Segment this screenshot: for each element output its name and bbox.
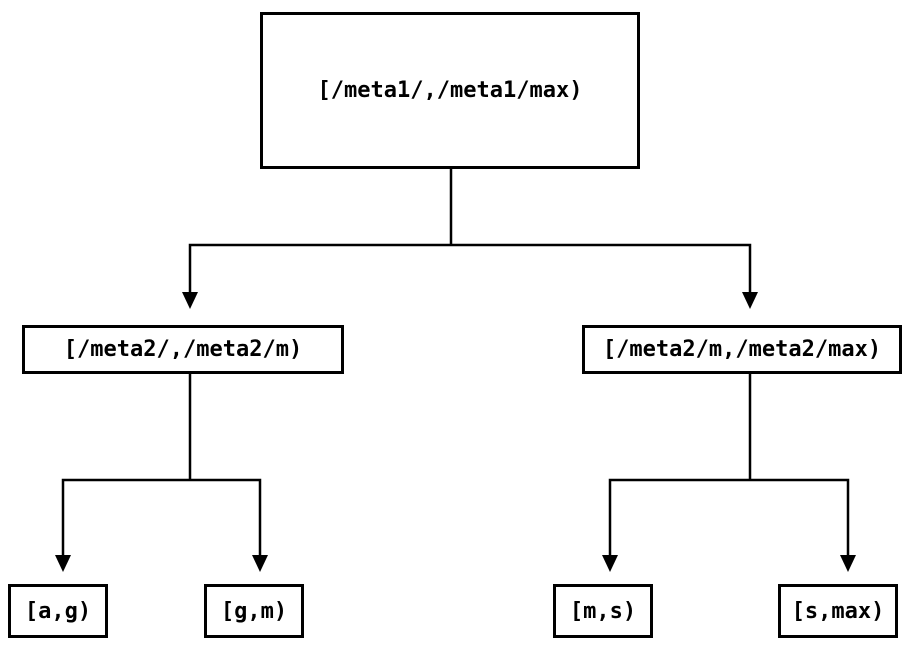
node-leaf-a-g: [a,g) bbox=[8, 584, 108, 638]
node-leaf-s-max: [s,max) bbox=[778, 584, 898, 638]
edge-root-to-meta2-low bbox=[188, 243, 451, 294]
node-leaf-m-s: [m,s) bbox=[553, 584, 653, 638]
arrowhead-leaf-smax bbox=[840, 555, 856, 572]
edge-meta2-high-to-leaf-ms bbox=[608, 478, 750, 556]
arrowhead-meta2-low bbox=[182, 292, 198, 309]
node-leaf-g-m: [g,m) bbox=[204, 584, 304, 638]
node-root-range: [/meta1/,/meta1/max) bbox=[260, 12, 640, 169]
edge-root-to-meta2-high bbox=[451, 243, 752, 294]
node-meta2-low-range: [/meta2/,/meta2/m) bbox=[22, 325, 344, 374]
arrowhead-leaf-gm bbox=[252, 555, 268, 572]
edge-meta2-low-to-leaf-ag bbox=[61, 478, 190, 556]
arrowhead-leaf-ms bbox=[602, 555, 618, 572]
node-meta2-high-range: [/meta2/m,/meta2/max) bbox=[582, 325, 902, 374]
edge-meta2-low-to-leaf-gm bbox=[190, 478, 262, 556]
arrowhead-meta2-high bbox=[742, 292, 758, 309]
arrowhead-leaf-ag bbox=[55, 555, 71, 572]
edge-meta2-high-to-leaf-smax bbox=[750, 478, 850, 556]
